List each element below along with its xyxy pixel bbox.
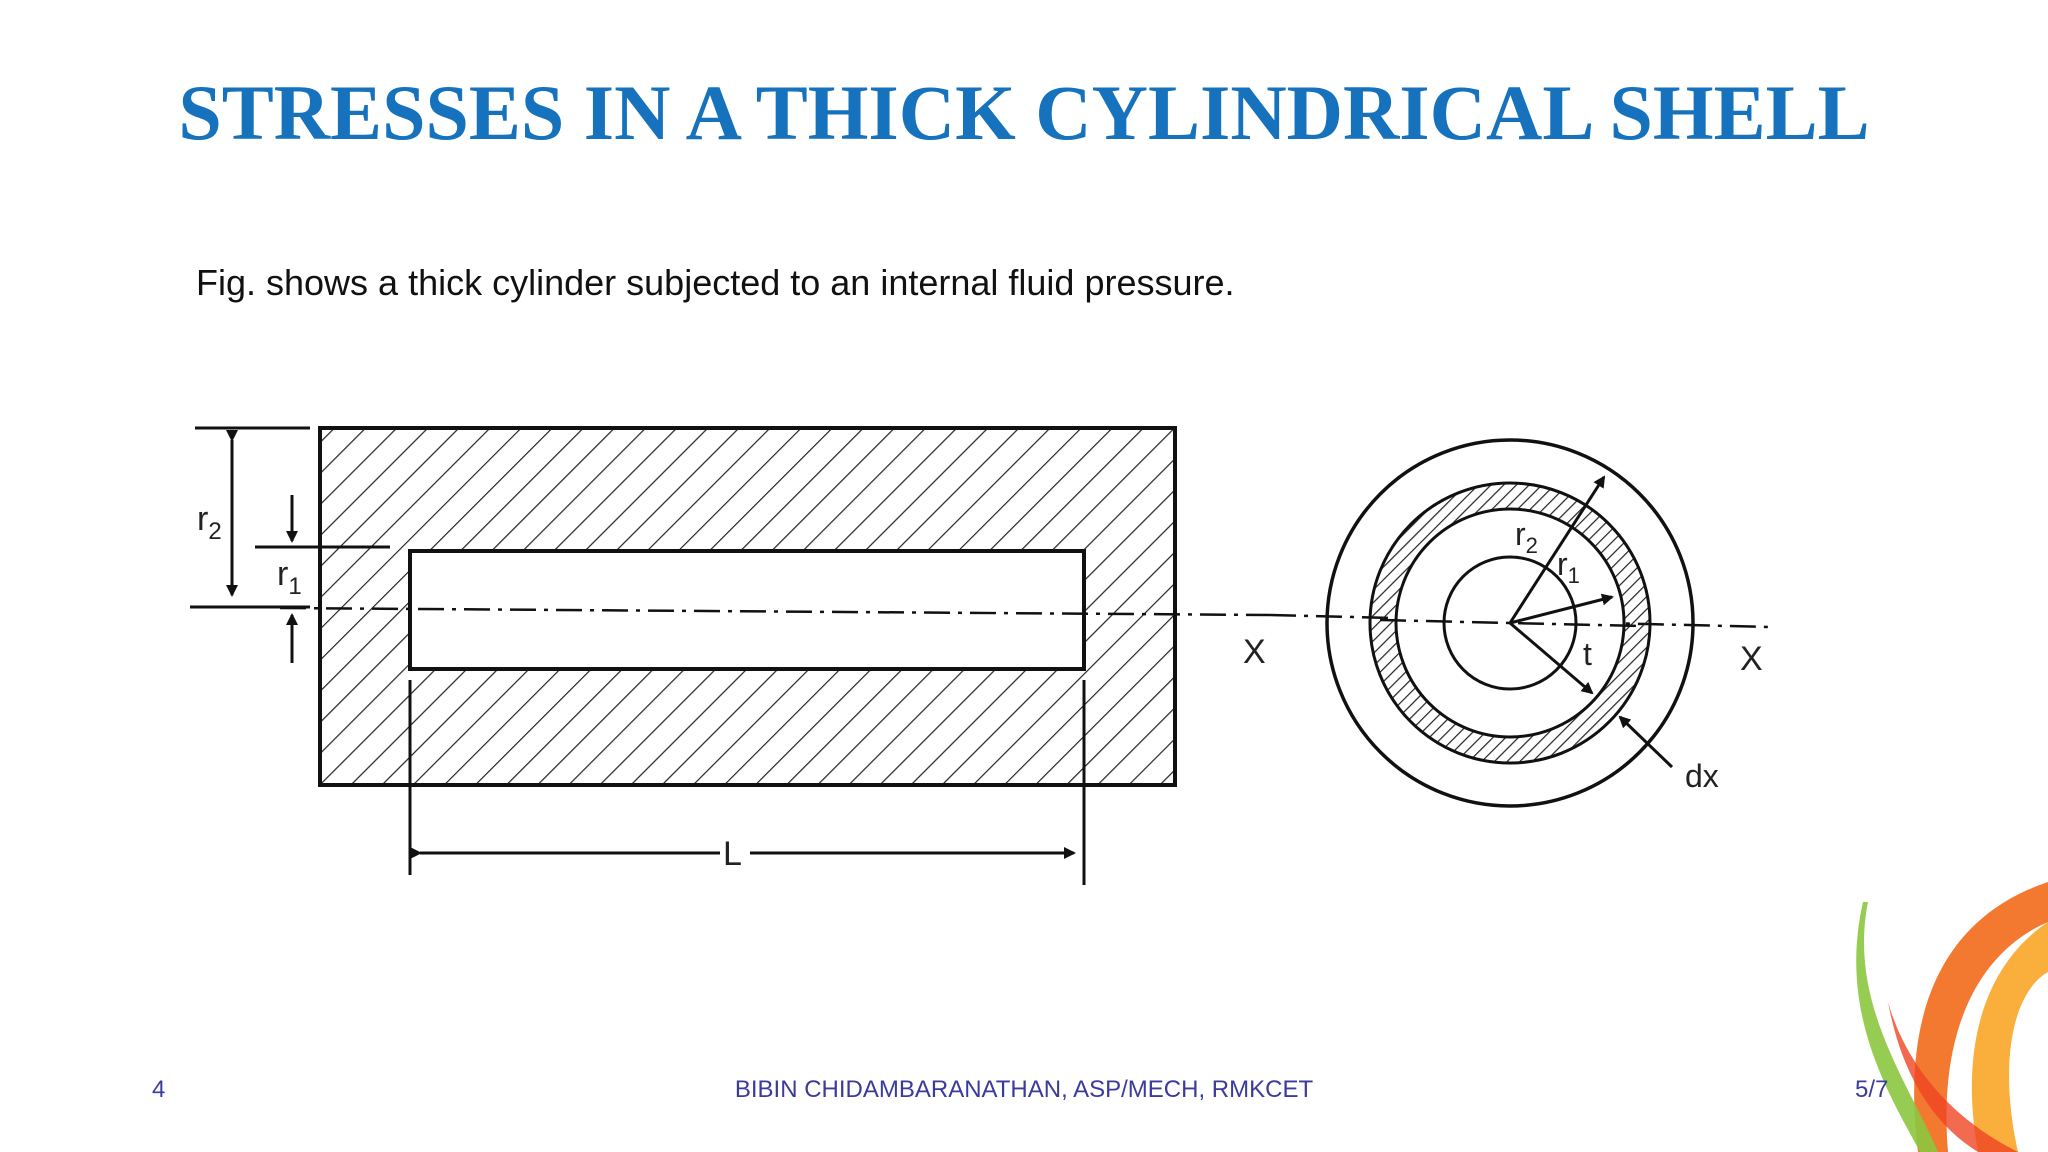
- cross-t-label: t: [1583, 636, 1592, 672]
- cross-dx-label: dx: [1685, 758, 1719, 794]
- thick-cylinder-figure: r2 r1 L X r2 r1 t dx X: [190, 426, 1771, 885]
- length-label: L: [723, 835, 742, 873]
- page-counter: 5/7: [1855, 1076, 1889, 1103]
- r2-label: r2: [197, 500, 222, 545]
- footer-author: BIBIN CHIDAMBARANATHAN, ASP/MECH, RMKCET: [734, 1076, 1314, 1103]
- r1-label: r1: [277, 555, 302, 600]
- axis-label-right: X: [1740, 640, 1763, 678]
- center-line-left: [279, 606, 1271, 617]
- r2-radius-arrow: [1508, 475, 1606, 624]
- cross-r2-label: r2: [1515, 516, 1538, 558]
- t-radius-arrow: [1509, 621, 1594, 695]
- cross-section: r2 r1 t dx X: [1269, 438, 1771, 808]
- cross-r1-label: r1: [1557, 546, 1580, 588]
- figure-caption: Fig. shows a thick cylinder subjected to…: [196, 262, 1235, 303]
- slide-title: STRESSES IN A THICK CYLINDRICAL SHELL: [178, 69, 1870, 156]
- r1-radius-arrow: [1509, 593, 1614, 625]
- slide-number: 4: [152, 1076, 166, 1103]
- axis-label-left: X: [1243, 633, 1266, 671]
- dx-pointer-arrow: [1618, 715, 1674, 769]
- outer-circle: [1325, 438, 1695, 808]
- inner-circle: [1442, 555, 1578, 691]
- longitudinal-section: r2 r1 L X: [190, 426, 1271, 885]
- decorative-swirl: [1856, 882, 2048, 1152]
